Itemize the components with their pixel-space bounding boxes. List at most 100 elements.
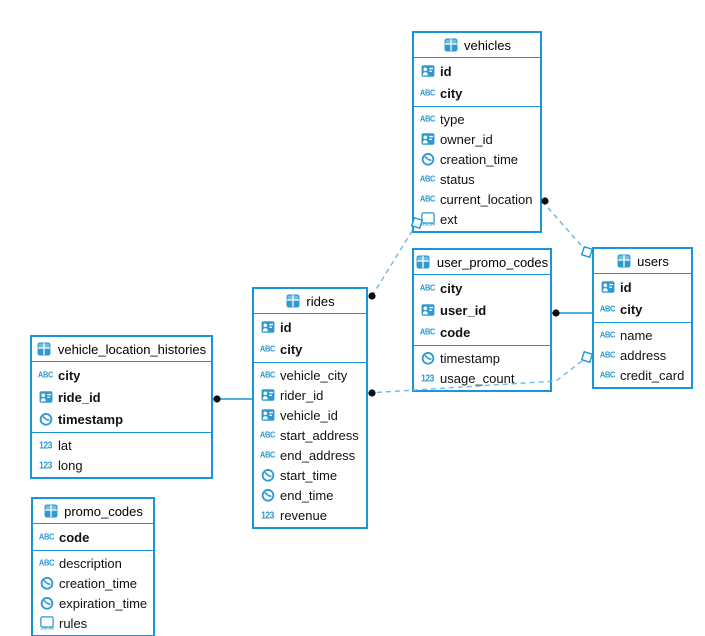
diamond-endpoint-icon xyxy=(580,245,594,259)
dot-endpoint-icon xyxy=(541,197,549,205)
field-row-vehicle_city[interactable]: ABC vehicle_city xyxy=(254,365,366,385)
table-header[interactable]: user_promo_codes xyxy=(414,250,550,275)
table-icon xyxy=(43,504,58,518)
field-row-code[interactable]: ABC code xyxy=(33,526,153,548)
string-icon-glyph: ABC xyxy=(419,113,436,124)
field-row-timestamp[interactable]: timestamp xyxy=(32,408,211,430)
string-icon: ABC xyxy=(420,192,436,206)
timestamp-icon xyxy=(260,468,275,482)
table-title: promo_codes xyxy=(64,503,143,519)
table-header[interactable]: promo_codes xyxy=(33,499,153,524)
field-name: code xyxy=(59,529,90,545)
field-name: vehicle_city xyxy=(280,367,348,383)
table-title: vehicles xyxy=(464,37,511,53)
connector-user_promo_codes-users xyxy=(552,309,592,317)
string-icon-glyph: ABC xyxy=(259,369,276,380)
string-icon: ABC xyxy=(600,368,616,382)
field-name: user_id xyxy=(440,302,487,318)
dot-endpoint-icon xyxy=(213,395,221,403)
field-row-id[interactable]: id xyxy=(594,276,691,298)
field-name: vehicle_id xyxy=(280,407,338,423)
field-row-start_time[interactable]: start_time xyxy=(254,465,366,485)
field-row-expiration_time[interactable]: expiration_time xyxy=(33,593,153,613)
string-icon: ABC xyxy=(260,428,276,442)
field-row-id[interactable]: id xyxy=(254,316,366,338)
field-row-rider_id[interactable]: rider_id xyxy=(254,385,366,405)
json-icon: JSON xyxy=(39,616,54,630)
field-row-city[interactable]: ABC city xyxy=(414,277,550,299)
field-row-type[interactable]: ABC type xyxy=(414,109,540,129)
table-icon xyxy=(443,38,458,52)
field-name: expiration_time xyxy=(59,595,148,611)
field-row-timestamp[interactable]: timestamp xyxy=(414,348,550,368)
field-name: timestamp xyxy=(58,411,124,427)
field-row-description[interactable]: ABC description xyxy=(33,553,153,573)
field-row-creation_time[interactable]: creation_time xyxy=(414,149,540,169)
field-name: city xyxy=(620,301,643,317)
string-icon: ABC xyxy=(420,281,436,295)
uuid-icon xyxy=(260,320,275,334)
string-icon-glyph: ABC xyxy=(38,531,55,542)
timestamp-icon xyxy=(39,596,54,610)
field-row-creation_time[interactable]: creation_time xyxy=(33,573,153,593)
field-row-owner_id[interactable]: owner_id xyxy=(414,129,540,149)
field-row-end_time[interactable]: end_time xyxy=(254,485,366,505)
field-name: description xyxy=(59,555,122,571)
table-header[interactable]: users xyxy=(594,249,691,274)
svg-text:JSON: JSON xyxy=(40,626,54,630)
timestamp-icon xyxy=(39,576,54,590)
json-icon: JSON xyxy=(420,212,435,226)
table-header[interactable]: vehicle_location_histories xyxy=(32,337,211,362)
field-name: name xyxy=(620,327,653,343)
number-icon-glyph: 123 xyxy=(39,438,52,451)
field-name: end_time xyxy=(280,487,334,503)
string-icon-glyph: ABC xyxy=(38,557,55,568)
field-row-ride_id[interactable]: ride_id xyxy=(32,386,211,408)
field-row-vehicle_id[interactable]: vehicle_id xyxy=(254,405,366,425)
string-icon: ABC xyxy=(420,172,436,186)
field-name: city xyxy=(440,280,463,296)
table-icon xyxy=(616,254,631,268)
field-row-id[interactable]: id xyxy=(414,60,540,82)
field-name: type xyxy=(440,111,465,127)
field-name: usage_count xyxy=(440,370,515,386)
timestamp-icon xyxy=(38,412,53,426)
dot-endpoint-icon xyxy=(552,309,560,317)
field-name: id xyxy=(440,63,452,79)
table-header[interactable]: vehicles xyxy=(414,33,540,58)
timestamp-icon xyxy=(420,351,435,365)
uuid-icon xyxy=(600,280,615,294)
table-header[interactable]: rides xyxy=(254,289,366,314)
field-row-user_id[interactable]: user_id xyxy=(414,299,550,321)
